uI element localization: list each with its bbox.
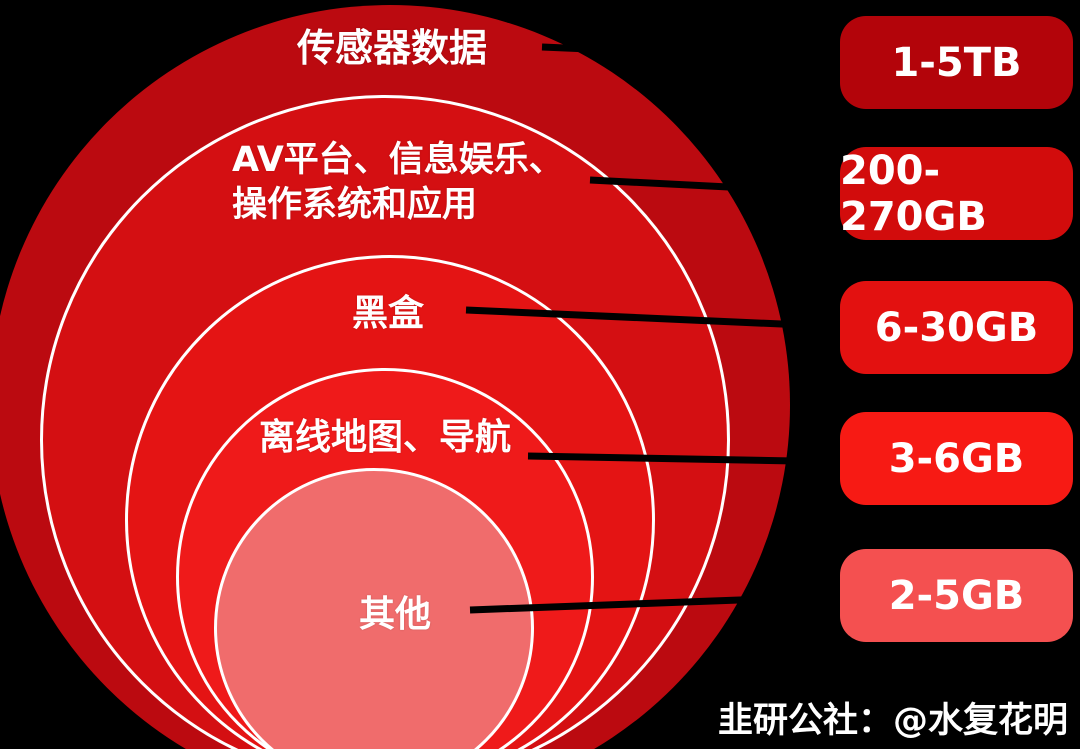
ring-label-sensor-data: 传感器数据 [297, 26, 488, 70]
size-badge-black-box: 6-30GB [840, 281, 1073, 374]
size-badge-other: 2-5GB [840, 549, 1073, 642]
ring-label-offline-maps: 离线地图、导航 [259, 417, 512, 458]
size-badge-offline-maps: 3-6GB [840, 412, 1073, 505]
ring-label-other: 其他 [359, 594, 432, 635]
ring-label-black-box: 黑盒 [352, 293, 425, 334]
ring-label-av-platform: AV平台、信息娱乐、 操作系统和应用 [232, 140, 564, 225]
size-badge-sensor-data: 1-5TB [840, 16, 1073, 109]
watermark: 韭研公社：@水复花明 [717, 701, 1068, 741]
size-badge-av-platform: 200-270GB [840, 147, 1073, 240]
